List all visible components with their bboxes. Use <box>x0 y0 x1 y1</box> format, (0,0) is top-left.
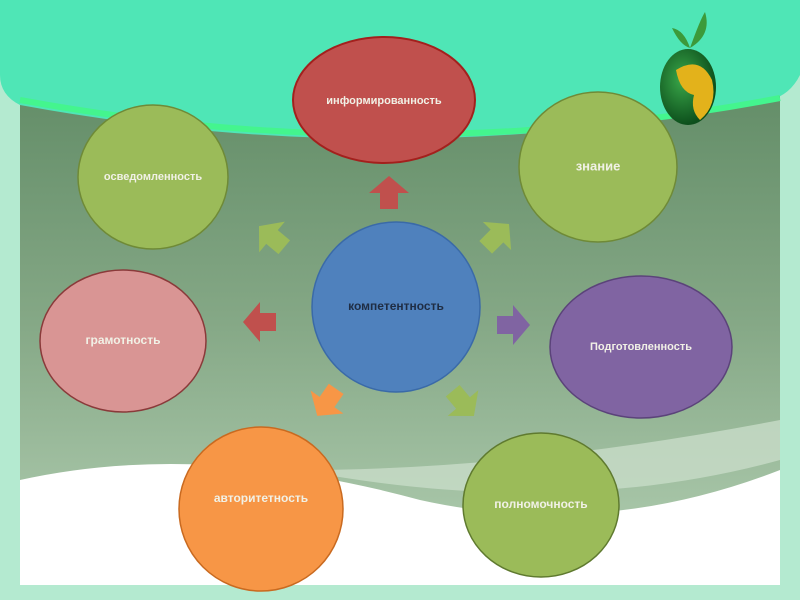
node-literacy: грамотность <box>39 269 207 413</box>
node-label: полномочность <box>494 497 587 511</box>
node-center: компетентность <box>311 221 481 393</box>
node-knowledge: знание <box>518 91 678 243</box>
node-preparedness: Подготовленность <box>549 275 733 419</box>
node-label: авторитетность <box>214 491 308 505</box>
arrow-to-awareness-icon <box>258 221 291 255</box>
node-informed: информированность <box>292 36 476 164</box>
arrow-to-authority-icon <box>310 383 344 416</box>
arrow-to-literacy-icon <box>243 302 276 342</box>
node-label: знание <box>576 158 621 173</box>
node-label: осведомленность <box>104 171 202 183</box>
globe-logo-icon <box>660 12 716 125</box>
node-label: Подготовленность <box>590 341 692 353</box>
arrow-to-knowledge-icon <box>479 221 512 254</box>
node-awareness: осведомленность <box>77 104 229 250</box>
arrow-to-informed-icon <box>369 176 409 209</box>
center-label: компетентность <box>348 299 444 313</box>
node-powers: полномочность <box>462 432 620 578</box>
node-authority: авторитетность <box>178 426 344 592</box>
arrow-to-preparedness-icon <box>497 305 530 345</box>
arrow-to-powers-icon <box>445 384 479 417</box>
node-label: информированность <box>326 95 442 107</box>
node-label: грамотность <box>86 333 161 347</box>
light-wave <box>300 420 780 493</box>
